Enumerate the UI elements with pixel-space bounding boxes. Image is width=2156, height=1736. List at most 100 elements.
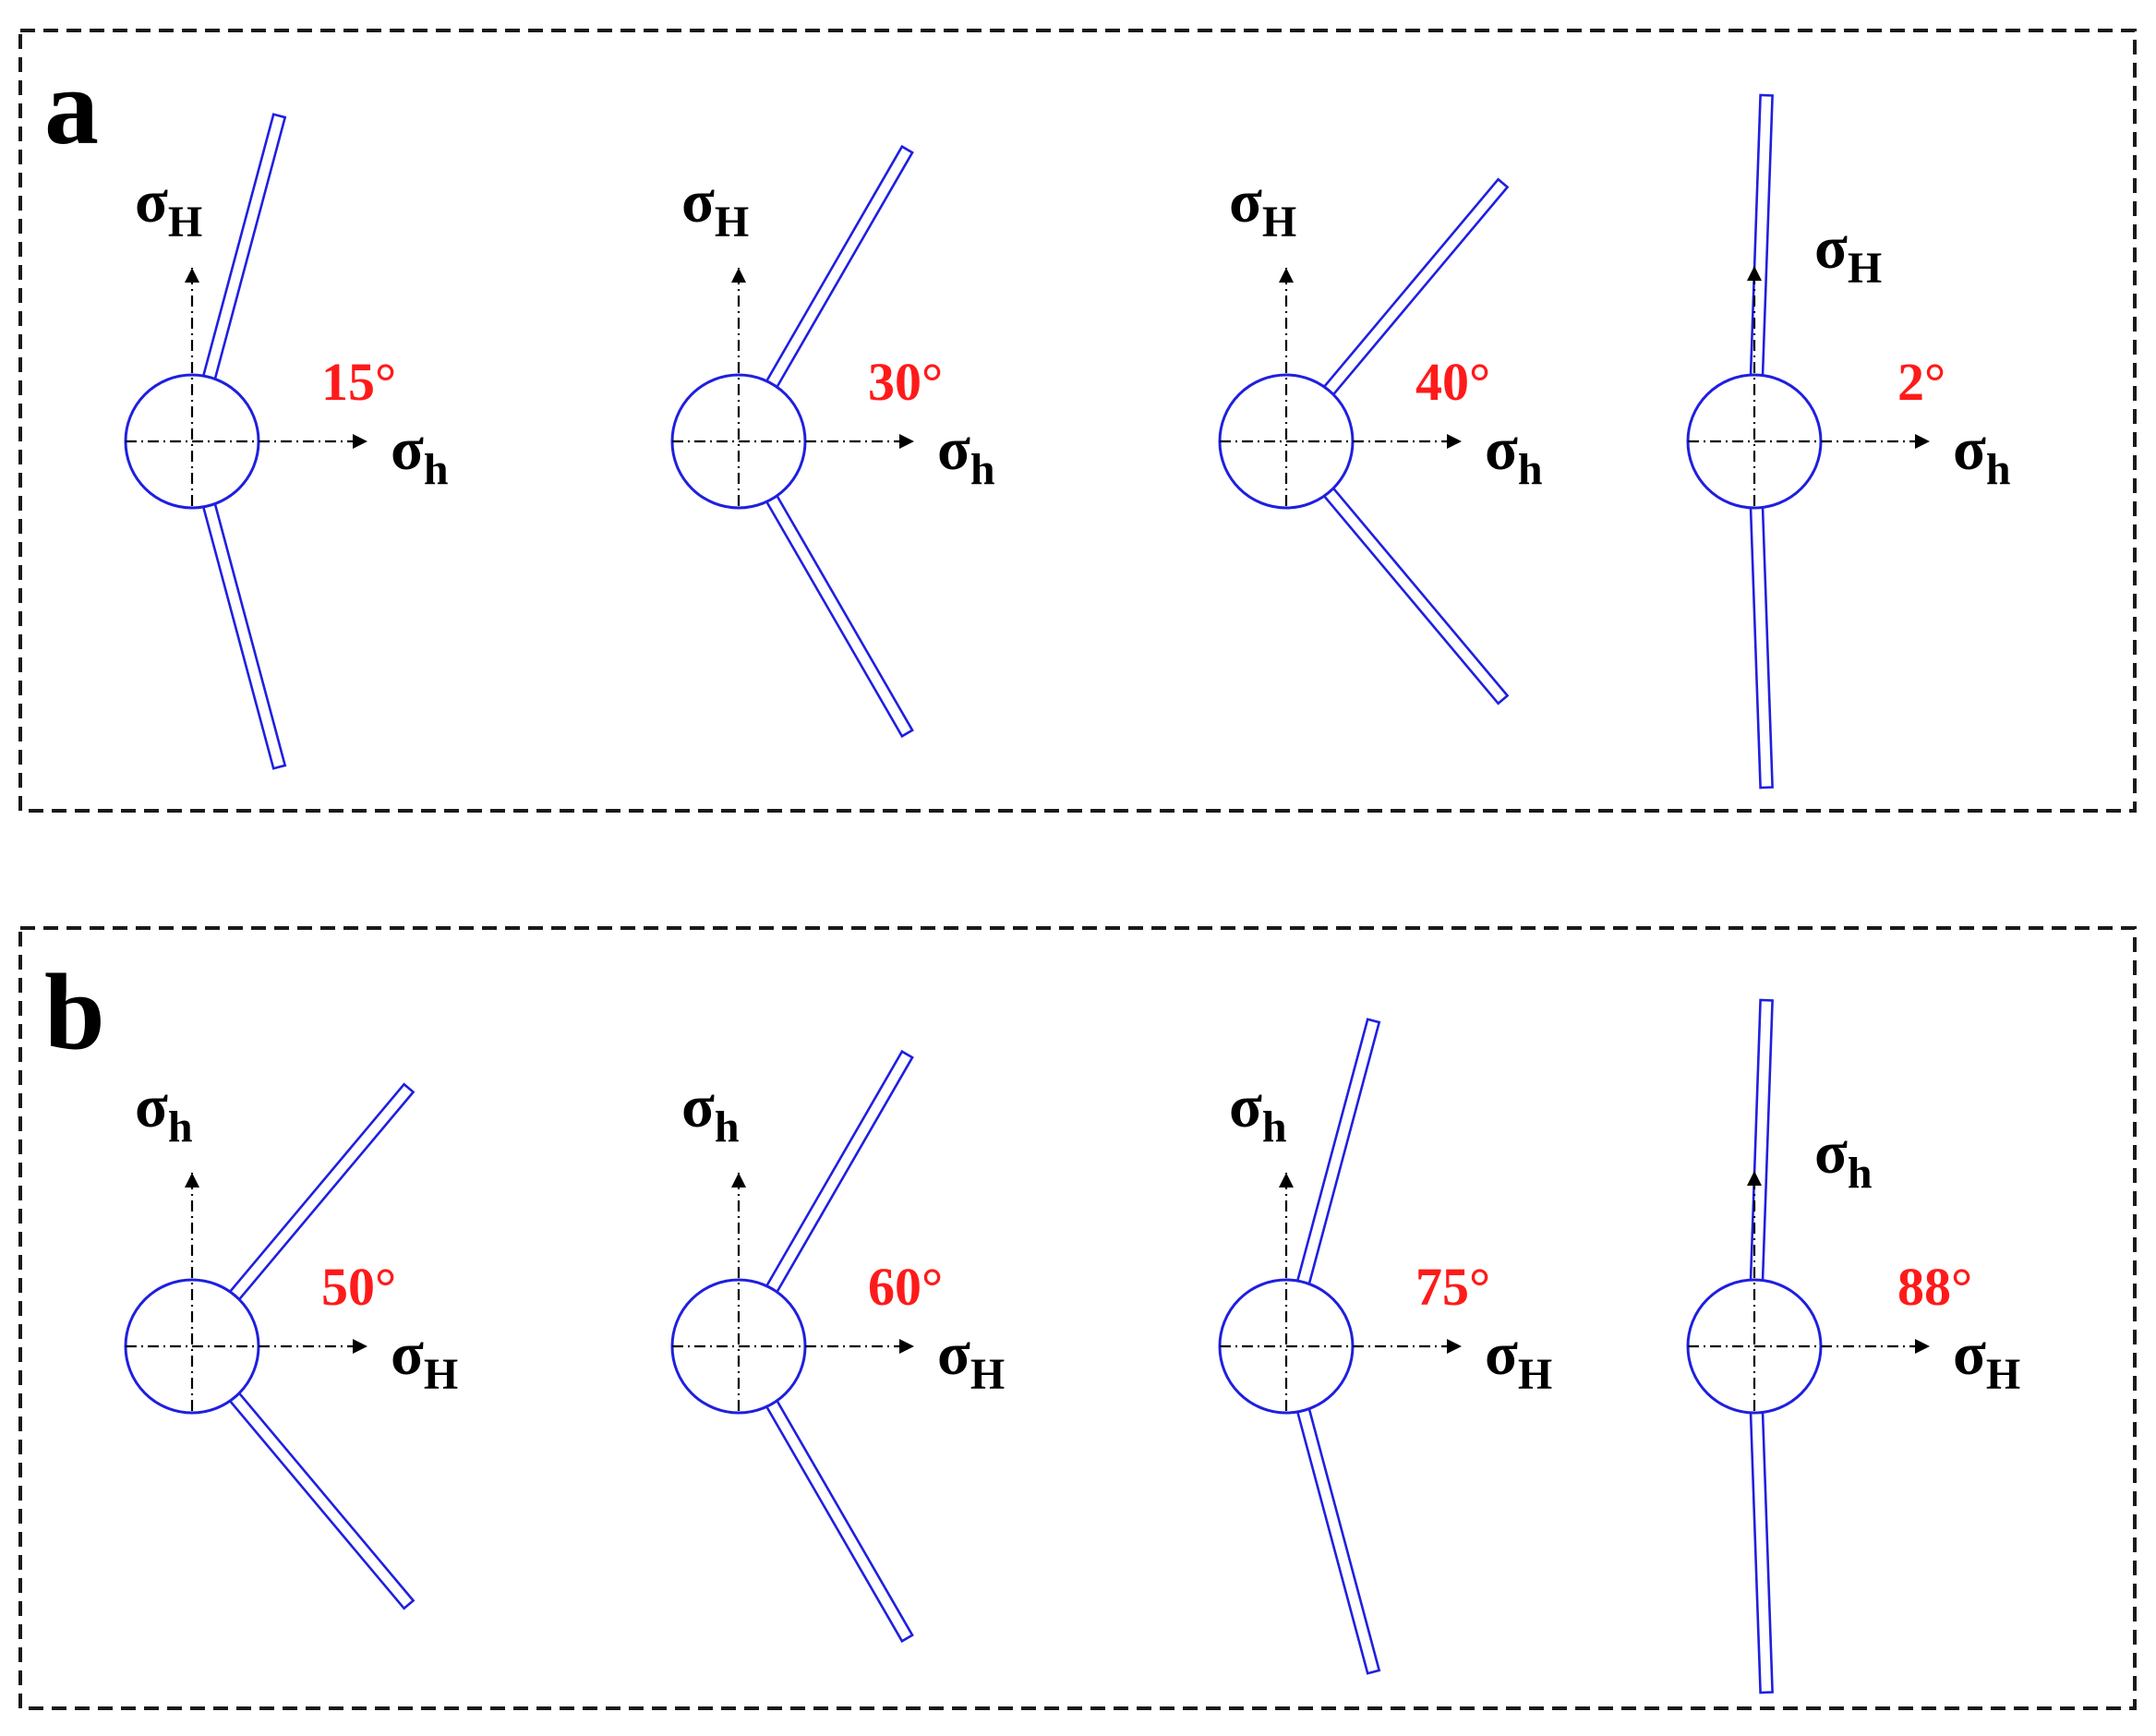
vertical-stress-label-symbol: σ — [681, 168, 715, 235]
horizontal-stress-label-subscript: h — [970, 445, 995, 494]
horizontal-stress-arrow-arrowhead — [353, 1339, 367, 1354]
horizontal-stress-label: σH — [937, 1320, 1005, 1399]
horizontal-stress-label-subscript: H — [1986, 1350, 2020, 1399]
angle-label: 50° — [321, 1257, 396, 1317]
vertical-stress-arrow-arrowhead — [185, 1173, 199, 1187]
horizontal-stress-label: σh — [1485, 416, 1543, 494]
fracture-wing-lower — [1749, 502, 1774, 790]
horizontal-stress-label: σh — [937, 416, 995, 494]
horizontal-stress-label: σH — [1953, 1320, 2020, 1399]
horizontal-stress-label-subscript: h — [424, 445, 449, 494]
vertical-stress-arrow-arrowhead — [731, 1173, 746, 1187]
vertical-stress-label-subscript: h — [168, 1103, 193, 1151]
panel-b-letter: b — [44, 951, 105, 1072]
fracture-wing-lower — [200, 499, 287, 770]
vertical-stress-label: σH — [135, 168, 202, 247]
panel-a-letter: a — [44, 46, 99, 167]
angle-label: 15° — [321, 352, 396, 412]
horizontal-stress-label-symbol: σ — [1485, 416, 1518, 483]
angle-label: 88° — [1897, 1257, 1972, 1317]
vertical-stress-label: σh — [1814, 1119, 1873, 1198]
vertical-stress-label-subscript: h — [715, 1103, 740, 1151]
horizontal-stress-label-symbol: σ — [1953, 416, 1986, 483]
angle-label: 75° — [1415, 1257, 1490, 1317]
horizontal-stress-label: σH — [1485, 1320, 1552, 1399]
fracture-wing-lower — [225, 1389, 416, 1610]
vertical-stress-label-symbol: σ — [1229, 168, 1262, 235]
vertical-stress-label-subscript: H — [168, 198, 202, 247]
vertical-stress-label-subscript: H — [715, 198, 749, 247]
fracture-wing-lower — [1295, 1404, 1381, 1675]
horizontal-stress-arrow-arrowhead — [1447, 434, 1462, 449]
fracture-wing-upper — [1295, 1018, 1381, 1289]
vertical-stress-label-subscript: H — [1848, 244, 1882, 293]
vertical-stress-arrow-arrowhead — [185, 268, 199, 283]
vertical-stress-label-symbol: σ — [135, 168, 168, 235]
vertical-stress-label-symbol: σ — [135, 1073, 168, 1140]
angle-label: 2° — [1897, 352, 1945, 412]
fracture-wing-lower — [763, 490, 914, 739]
horizontal-stress-label: σh — [1953, 416, 2011, 494]
panel-b-frame — [18, 926, 2137, 1710]
horizontal-stress-label-symbol: σ — [937, 416, 970, 483]
vertical-stress-label-subscript: H — [1262, 198, 1296, 247]
angle-label: 40° — [1415, 352, 1490, 412]
horizontal-stress-label-symbol: σ — [937, 1320, 970, 1388]
vertical-stress-arrow-arrowhead — [1747, 1171, 1762, 1186]
fracture-wing-upper — [1749, 93, 1774, 380]
vertical-stress-label: σh — [135, 1073, 193, 1151]
vertical-stress-arrow-arrowhead — [731, 268, 746, 283]
vertical-stress-label: σh — [1229, 1073, 1287, 1151]
horizontal-stress-arrow-arrowhead — [1447, 1339, 1462, 1354]
vertical-stress-label-symbol: σ — [1814, 214, 1848, 282]
fracture-wing-lower — [1749, 1407, 1774, 1694]
horizontal-stress-arrow-arrowhead — [899, 1339, 914, 1354]
vertical-stress-label: σH — [1229, 168, 1296, 247]
horizontal-stress-label-symbol: σ — [391, 416, 424, 483]
vertical-stress-label: σh — [681, 1073, 740, 1151]
fracture-wing-lower — [1319, 484, 1510, 705]
horizontal-stress-arrow-arrowhead — [1915, 1339, 1930, 1354]
vertical-stress-arrow-arrowhead — [1747, 266, 1762, 281]
vertical-stress-label: σH — [681, 168, 749, 247]
vertical-stress-label-subscript: h — [1262, 1103, 1287, 1151]
horizontal-stress-label: σh — [391, 416, 449, 494]
horizontal-stress-label-symbol: σ — [1953, 1320, 1986, 1388]
fracture-wing-upper — [200, 113, 287, 384]
horizontal-stress-arrow-arrowhead — [353, 434, 367, 449]
horizontal-stress-label: σH — [391, 1320, 458, 1399]
horizontal-stress-label-subscript: H — [424, 1350, 458, 1399]
fracture-wing-upper — [1749, 998, 1774, 1285]
vertical-stress-label: σH — [1814, 214, 1882, 293]
horizontal-stress-label-symbol: σ — [1485, 1320, 1518, 1388]
horizontal-stress-arrow-arrowhead — [1915, 434, 1930, 449]
vertical-stress-label-symbol: σ — [1814, 1119, 1848, 1187]
panel-a-frame — [18, 29, 2137, 813]
vertical-stress-label-symbol: σ — [681, 1073, 715, 1140]
horizontal-stress-label-subscript: h — [1986, 445, 2011, 494]
vertical-stress-arrow-arrowhead — [1279, 1173, 1294, 1187]
horizontal-stress-label-subscript: h — [1518, 445, 1543, 494]
horizontal-stress-label-subscript: H — [970, 1350, 1005, 1399]
angle-label: 60° — [868, 1257, 943, 1317]
vertical-stress-label-symbol: σ — [1229, 1073, 1262, 1140]
vertical-stress-arrow-arrowhead — [1279, 268, 1294, 283]
fracture-wing-lower — [763, 1395, 914, 1644]
angle-label: 30° — [868, 352, 943, 412]
horizontal-stress-label-symbol: σ — [391, 1320, 424, 1388]
horizontal-stress-label-subscript: H — [1518, 1350, 1552, 1399]
vertical-stress-label-subscript: h — [1848, 1149, 1873, 1198]
